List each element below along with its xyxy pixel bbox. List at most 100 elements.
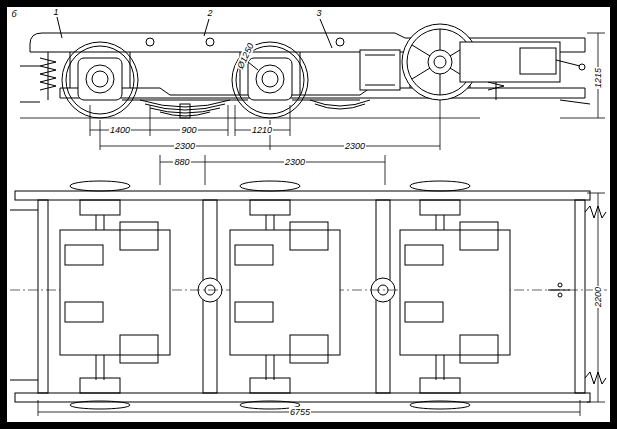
leader-line (320, 19, 332, 48)
wheelset-plan (70, 401, 130, 409)
wheelset-plan (250, 200, 290, 215)
traction-motor-plan (120, 222, 158, 250)
side-frame (146, 38, 154, 46)
gear-wheel (412, 45, 430, 56)
dimension-line (290, 105, 291, 136)
traction-motor-nose (365, 55, 395, 56)
axle-box (92, 71, 108, 87)
side-frame (336, 38, 344, 46)
axle-box (78, 58, 292, 100)
leaf-spring (160, 112, 210, 116)
bogie-frame-plan (15, 191, 590, 200)
dimension-label: 2200 (593, 286, 603, 308)
traction-motor-plan (460, 222, 498, 250)
side-frame (60, 88, 585, 98)
bogie-drawing (10, 17, 607, 416)
dimension-line (160, 162, 385, 163)
traction-motor-nose (579, 64, 585, 70)
brake-rigging (20, 66, 590, 104)
dimension-line (385, 155, 386, 185)
traction-motor-plan (230, 230, 340, 355)
dimension-label: 2300 (344, 141, 366, 151)
callout-number: 2 (206, 8, 213, 18)
wheelset-plan (80, 378, 120, 393)
traction-motor-plan (235, 245, 273, 265)
traction-motor-plan (120, 335, 158, 363)
leaf-spring (145, 104, 225, 110)
side-frame (206, 38, 214, 46)
leaf-spring (315, 104, 365, 109)
traction-motor-plan (235, 302, 273, 322)
traction-motor-plan (290, 222, 328, 250)
wheelset-plan (410, 401, 470, 409)
leader-line (57, 17, 62, 38)
brake-rigging (292, 100, 360, 101)
wheelset-plan (410, 181, 470, 191)
gear-wheel (440, 29, 441, 50)
sheet-ground (7, 7, 610, 422)
bogie-frame-plan (575, 200, 585, 393)
gear-wheel (428, 50, 452, 74)
axle-box (78, 58, 122, 100)
brake-rigging (20, 102, 40, 103)
dimension-line (20, 33, 605, 416)
traction-motor-plan (60, 222, 510, 363)
traction-motor-plan (460, 335, 498, 363)
dimension-line (440, 100, 441, 150)
dimension-line (100, 146, 440, 147)
end-springs-plan (10, 210, 38, 211)
traction-motor-nose (360, 50, 400, 90)
wheel (62, 42, 308, 118)
dimension-line (100, 120, 101, 150)
dimension-line (150, 105, 151, 136)
traction-motor-nose (520, 48, 556, 74)
leaf-spring (180, 104, 190, 118)
wheelset-plan (80, 200, 120, 215)
wheel (66, 46, 134, 114)
end-springs-plan (585, 206, 606, 218)
axle-box (262, 71, 278, 87)
end-springs-plan (558, 283, 562, 287)
dimension-label: 900 (180, 125, 197, 135)
dimension-label: 2300 (174, 141, 196, 151)
traction-motor-nose (556, 60, 580, 66)
gear-wheel (434, 56, 446, 68)
traction-motor-nose (460, 42, 560, 82)
dimension-line (587, 33, 605, 34)
leader-line (57, 17, 332, 70)
dimension-label: 6755 (289, 407, 311, 417)
brake-rigging (560, 100, 590, 104)
traction-motor-plan (290, 335, 328, 363)
dimension-label: 1215 (593, 67, 603, 89)
dimension-line (205, 155, 206, 185)
traction-motor-plan (400, 230, 510, 355)
end-springs-plan (558, 293, 562, 297)
traction-motor-plan (405, 245, 443, 265)
end-springs-plan (585, 372, 606, 384)
end-springs-plan (548, 290, 570, 291)
dimension-line (90, 105, 91, 136)
leaf-spring (140, 100, 370, 118)
traction-motor-nose (360, 42, 585, 90)
axle-box (248, 58, 292, 100)
brake-rigging (122, 100, 248, 101)
leader-line (204, 19, 209, 36)
dimension-label: 880 (173, 157, 190, 167)
end-springs-plan (10, 206, 606, 384)
dimension-line (235, 105, 236, 136)
dimension-line (160, 155, 161, 185)
gear-wheel (440, 74, 441, 95)
figure-letter: б (10, 9, 17, 19)
traction-motor-plan (405, 302, 443, 322)
coil-spring (40, 52, 504, 100)
axle-box (86, 65, 114, 93)
traction-motor-plan (65, 302, 103, 322)
coil-spring (48, 52, 49, 100)
dimension-label: 2300 (284, 157, 306, 167)
wheelset-plan (70, 181, 130, 191)
gear-wheel (412, 68, 430, 79)
traction-motor-plan (65, 245, 103, 265)
